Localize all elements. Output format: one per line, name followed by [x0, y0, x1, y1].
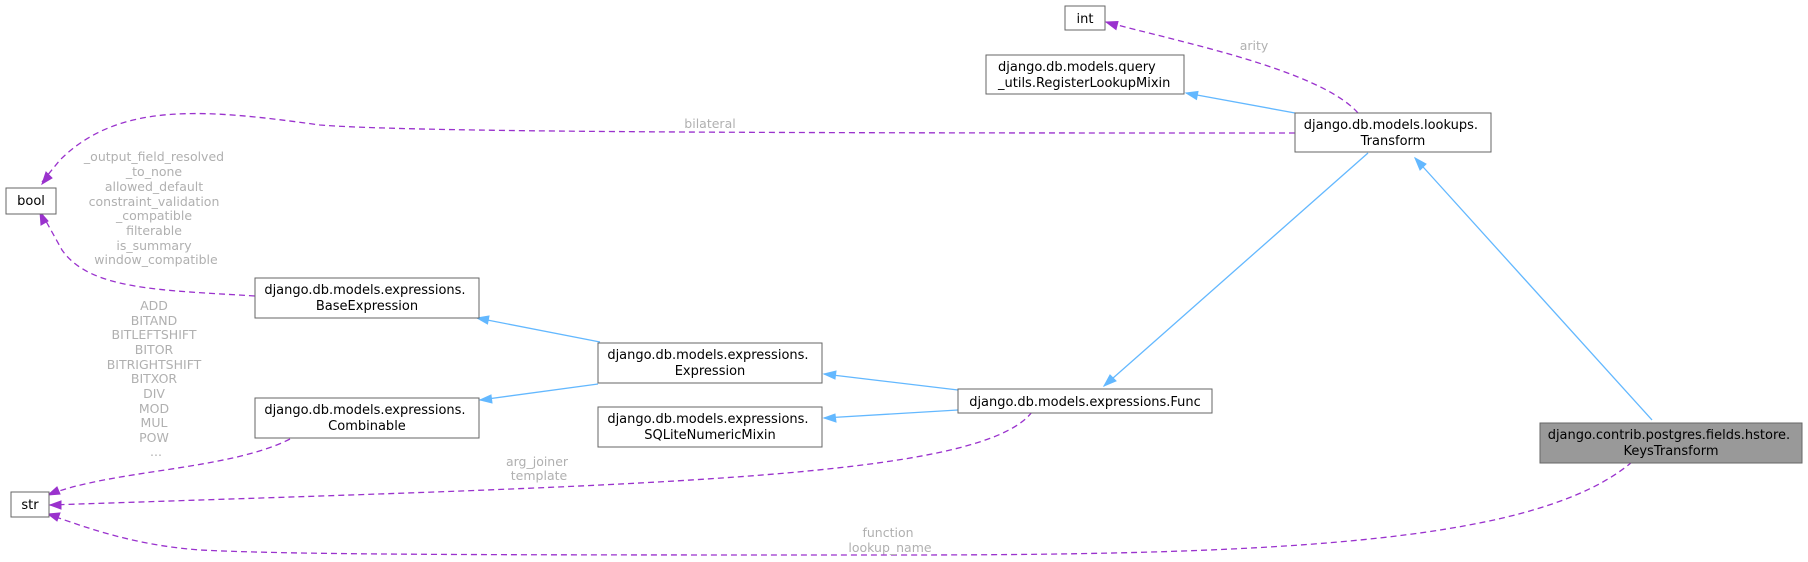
- node-expression[interactable]: django.db.models.expressions. Expression: [597, 342, 823, 384]
- node-base-expression-line-2: BaseExpression: [316, 299, 418, 314]
- node-sqlite-numeric-mixin-line-1: django.db.models.expressions.: [607, 412, 808, 427]
- edge-keys-transform-to-str: [49, 461, 1633, 556]
- node-combinable[interactable]: django.db.models.expressions. Combinable: [254, 397, 480, 439]
- edge-combinable-to-str-arrowhead: [46, 486, 61, 496]
- edge-label-base-expression-bool: _output_field_resolved _to_none allowed_…: [83, 149, 228, 267]
- edge-label-func-str: arg_joiner template: [506, 454, 572, 483]
- edge-func-to-str: [49, 411, 1033, 506]
- svg-text:django.db.models.expressions.: django.db.models.expressions. BaseExpres…: [264, 283, 469, 314]
- svg-text:int: int: [1077, 12, 1094, 27]
- node-expression-box: [597, 342, 823, 384]
- node-expression-line-1: django.db.models.expressions.: [607, 348, 808, 363]
- node-bool-box: [5, 187, 57, 215]
- edge-combinable-to-str: [47, 438, 291, 496]
- edge-transform-to-bool-arrowhead: [41, 171, 53, 186]
- edge-labels: arity bilateral _output_field_resolved _…: [83, 38, 1269, 555]
- node-bool[interactable]: bool: [5, 187, 57, 215]
- svg-text:str: str: [21, 498, 39, 513]
- node-sqlite-numeric-mixin[interactable]: django.db.models.expressions. SQLiteNume…: [597, 406, 823, 448]
- edge-expression-to-base-expression: [476, 317, 601, 343]
- edge-keys-transform-to-str-arrowhead: [46, 512, 61, 522]
- edge-transform-to-int: [1105, 21, 1359, 114]
- edge-label-arity: arity: [1240, 38, 1269, 53]
- edge-func-to-str-arrowhead: [48, 500, 62, 510]
- node-register-lookup-mixin-box: [985, 54, 1185, 95]
- edge-keys-transform-to-transform-arrowhead: [1413, 156, 1427, 171]
- svg-text:django.db.models.expressions.: django.db.models.expressions. Expression: [607, 348, 812, 379]
- node-transform-line-1: django.db.models.lookups.: [1304, 118, 1478, 133]
- edge-keys-transform-to-transform: [1414, 157, 1653, 421]
- svg-text:django.db.models.expressions.F: django.db.models.expressions.Func: [969, 395, 1201, 410]
- edge-label-keys-transform-str: function lookup_name: [848, 525, 931, 555]
- edge-func-to-expression-arrowhead: [822, 370, 837, 380]
- edge-func-to-expression: [823, 373, 959, 391]
- edge-expression-to-base-expression-arrowhead: [475, 315, 490, 325]
- edge-func-to-transform-arrowhead: [1102, 374, 1117, 388]
- edges: [39, 20, 1653, 556]
- edge-label-combinable-str: ADD BITAND BITLEFTSHIFT BITOR BITRIGHTSH…: [107, 298, 206, 459]
- node-combinable-box: [254, 397, 480, 439]
- node-func-label: django.db.models.expressions.Func: [969, 395, 1201, 410]
- edge-func-to-transform: [1103, 152, 1369, 387]
- node-str-label: str: [21, 498, 39, 513]
- node-str-box: [10, 491, 50, 518]
- node-keys-transform[interactable]: django.contrib.postgres.fields.hstore. K…: [1539, 422, 1803, 464]
- svg-text:django.db.models.query _: django.db.models.query _utils.RegisterLo…: [997, 60, 1170, 91]
- edge-base-expression-to-bool-arrowhead: [39, 210, 49, 226]
- node-base-expression-line-1: django.db.models.expressions.: [264, 283, 465, 298]
- node-base-expression-box: [254, 277, 480, 319]
- edge-label-bilateral: bilateral: [684, 116, 735, 131]
- svg-text:django.contrib.postgres.fields: django.contrib.postgres.fields.hstore. K…: [1548, 428, 1795, 459]
- node-keys-transform-box: [1539, 422, 1803, 464]
- edge-expression-to-combinable: [479, 383, 599, 401]
- svg-text:django.db.models.expressions.: django.db.models.expressions. SQLiteNume…: [607, 412, 812, 443]
- node-func[interactable]: django.db.models.expressions.Func: [957, 388, 1213, 414]
- node-base-expression[interactable]: django.db.models.expressions. BaseExpres…: [254, 277, 480, 319]
- node-combinable-line-2: Combinable: [328, 419, 406, 434]
- node-bool-label: bool: [17, 194, 45, 209]
- svg-text:bool: bool: [17, 194, 45, 209]
- node-transform-line-2: Transform: [1360, 134, 1426, 149]
- node-func-box: [957, 388, 1213, 414]
- edge-transform-to-register-lookup-mixin-arrowhead: [1184, 90, 1199, 101]
- node-combinable-line-1: django.db.models.expressions.: [264, 403, 465, 418]
- node-int-box: [1064, 5, 1106, 31]
- node-expression-line-2: Expression: [675, 364, 746, 379]
- node-transform[interactable]: django.db.models.lookups. Transform: [1294, 112, 1492, 153]
- edge-transform-to-int-arrowhead: [1104, 20, 1119, 31]
- svg-text:django.db.models.expressions.: django.db.models.expressions. Combinable: [264, 403, 469, 434]
- edge-transform-to-register-lookup-mixin: [1185, 92, 1296, 114]
- edge-transform-to-bool: [41, 112, 1296, 183]
- svg-text:django.db.models.lookups.: django.db.models.lookups. Transform: [1304, 118, 1482, 149]
- node-register-lookup-mixin-line-1: django.db.models.query: [998, 60, 1156, 75]
- node-sqlite-numeric-mixin-box: [597, 406, 823, 448]
- node-str[interactable]: str: [10, 491, 50, 518]
- edge-base-expression-to-bool: [41, 213, 256, 297]
- node-keys-transform-line-1: django.contrib.postgres.fields.hstore.: [1548, 428, 1790, 443]
- node-register-lookup-mixin[interactable]: django.db.models.query _utils.RegisterLo…: [985, 54, 1185, 95]
- edge-func-to-sqlite-numeric-mixin: [823, 409, 959, 419]
- edge-func-to-sqlite-numeric-mixin-arrowhead: [822, 413, 837, 423]
- node-register-lookup-mixin-line-2: _utils.RegisterLookupMixin: [997, 76, 1170, 91]
- node-int[interactable]: int: [1064, 5, 1106, 31]
- node-keys-transform-line-2: KeysTransform: [1623, 444, 1718, 459]
- edge-expression-to-combinable-arrowhead: [478, 394, 493, 404]
- node-sqlite-numeric-mixin-line-2: SQLiteNumericMixin: [644, 428, 776, 443]
- node-int-label: int: [1077, 12, 1094, 27]
- node-transform-box: [1294, 112, 1492, 153]
